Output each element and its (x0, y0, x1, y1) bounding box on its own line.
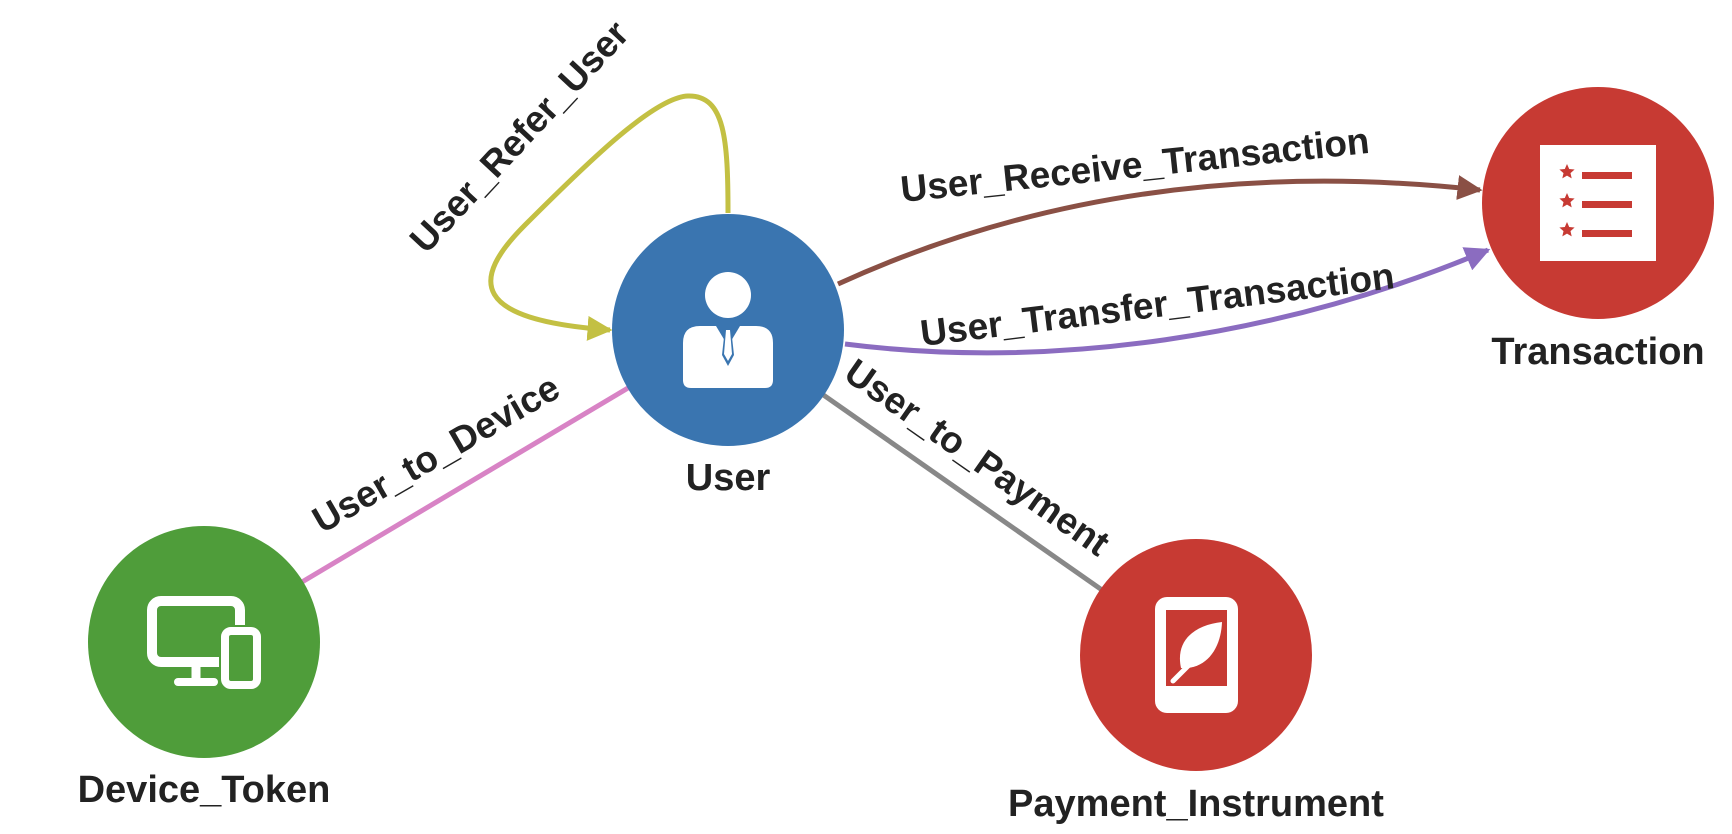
edge-line (488, 93, 731, 341)
edge-user-to-device[interactable] (300, 385, 630, 585)
edge-line (300, 385, 630, 585)
node-circle (88, 526, 320, 758)
node-label: User (686, 457, 771, 499)
node-transaction[interactable]: Transaction (1482, 87, 1714, 373)
edge-line (836, 175, 1483, 287)
starred-list-icon (1540, 145, 1656, 261)
user-businessman-icon (683, 272, 773, 388)
edge-label-user-to-payment: User_to_Payment (837, 351, 1117, 564)
node-user[interactable]: User (612, 214, 844, 499)
edge-label-user-refer-user: User_Refer_User (402, 13, 637, 261)
node-device-token[interactable]: Device_Token (78, 526, 331, 811)
edge-line (844, 247, 1491, 356)
edge-line (820, 391, 1104, 593)
edge-user-transfer-transaction[interactable] (844, 247, 1491, 356)
node-label: Payment_Instrument (1008, 783, 1384, 825)
edge-label-user-to-device: User_to_Device (306, 367, 567, 541)
node-label: Transaction (1491, 331, 1704, 373)
node-label: Device_Token (78, 769, 331, 811)
devices-icon (147, 596, 263, 691)
edge-user-receive-transaction[interactable] (836, 175, 1483, 287)
edge-user-refer-user[interactable] (488, 93, 731, 341)
node-payment-instrument[interactable]: Payment_Instrument (1008, 539, 1384, 825)
payment-card-icon (1155, 597, 1238, 713)
edge-user-to-payment[interactable] (820, 391, 1104, 593)
